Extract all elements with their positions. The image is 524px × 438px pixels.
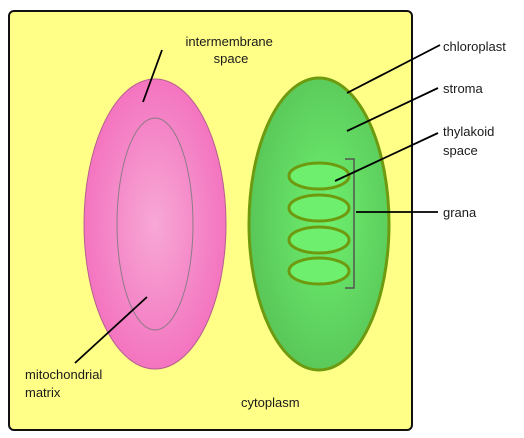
thylakoid-disc <box>287 256 351 286</box>
label-thylakoid-space: thylakoid space <box>443 124 498 158</box>
thylakoid-disc <box>287 193 351 223</box>
leader-intermembrane <box>142 49 163 103</box>
mitochondrion <box>83 78 227 370</box>
label-cytoplasm: cytoplasm <box>241 395 300 410</box>
label-intermembrane-space: intermembrane space <box>185 34 276 66</box>
leader-stroma <box>346 87 439 132</box>
thylakoid-disc <box>287 225 351 255</box>
label-stroma: stroma <box>443 81 484 96</box>
thylakoid-disc <box>287 161 351 191</box>
grana-bracket <box>345 158 355 289</box>
label-mitochondrial-matrix: mitochondrial matrix <box>25 367 106 400</box>
leader-thylakoid <box>334 132 439 182</box>
mitochondrion-outer-membrane <box>83 78 227 370</box>
chloroplast <box>247 76 391 372</box>
leader-chloroplast <box>346 44 441 94</box>
mitochondrion-inner-membrane <box>116 117 194 331</box>
label-chloroplast: chloroplast <box>443 39 506 54</box>
label-grana: grana <box>443 205 477 220</box>
leader-lines <box>74 44 441 364</box>
chloroplast-envelope <box>247 76 391 372</box>
leader-matrix <box>74 296 148 364</box>
